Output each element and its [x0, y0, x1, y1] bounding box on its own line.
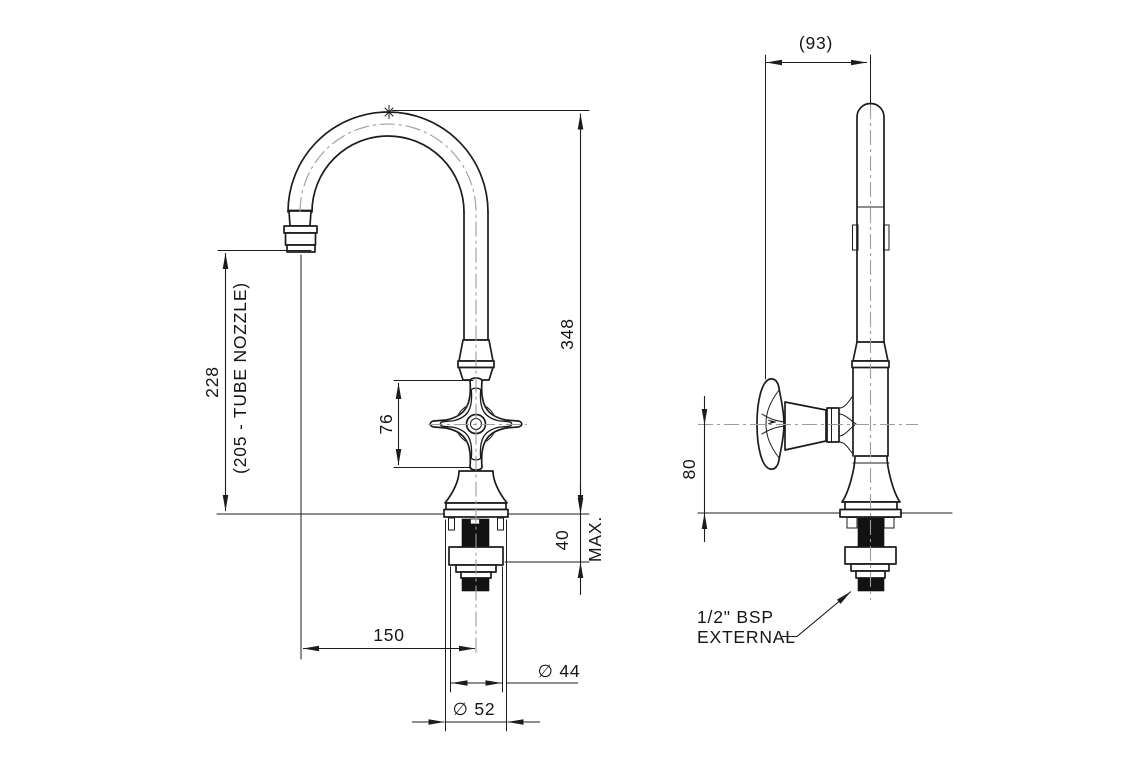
thread-note-line1: 1/2" BSP — [697, 607, 774, 627]
centerlines — [299, 104, 918, 656]
dim-handle-height-label: 80 — [679, 458, 699, 479]
dimension-lines — [222, 59, 867, 725]
tube-clip-left — [852, 224, 859, 251]
dim-depth-label: (93) — [799, 33, 833, 53]
spout-nozzle — [283, 210, 318, 253]
front-spout-centerline — [299, 123, 477, 656]
apex-marker — [382, 105, 396, 119]
dim-deck-max-suffix: MAX. — [585, 516, 605, 562]
handle-hub-cone — [784, 401, 827, 451]
dim-spout-height-label: 228 — [202, 366, 222, 398]
handle-hub-detail — [767, 419, 777, 425]
dim-handle-diameter-label: 76 — [376, 413, 396, 434]
mounting-shank — [448, 517, 504, 592]
side-view — [756, 102, 902, 592]
dim-spout-height-note: (205 - TUBE NOZZLE) — [230, 282, 250, 474]
dim-deck-max-label: 40 — [552, 529, 572, 550]
extension-lines — [216, 54, 953, 732]
thread-note-line2: EXTERNAL — [697, 627, 796, 647]
dim-overall-height-label: 348 — [557, 318, 577, 350]
front-view — [283, 105, 523, 592]
leader-bsp — [782, 591, 852, 638]
dim-spout-reach-label: 150 — [373, 625, 405, 645]
dim-base-diameter-label: ∅ 52 — [453, 699, 496, 719]
tube-clip-right — [883, 224, 890, 251]
gooseneck-spout — [287, 111, 489, 342]
dimension-labels: (93) 228 (205 - TUBE NOZZLE) 76 348 40 M… — [202, 33, 833, 719]
dim-shank-diameter-label: ∅ 44 — [538, 661, 581, 681]
